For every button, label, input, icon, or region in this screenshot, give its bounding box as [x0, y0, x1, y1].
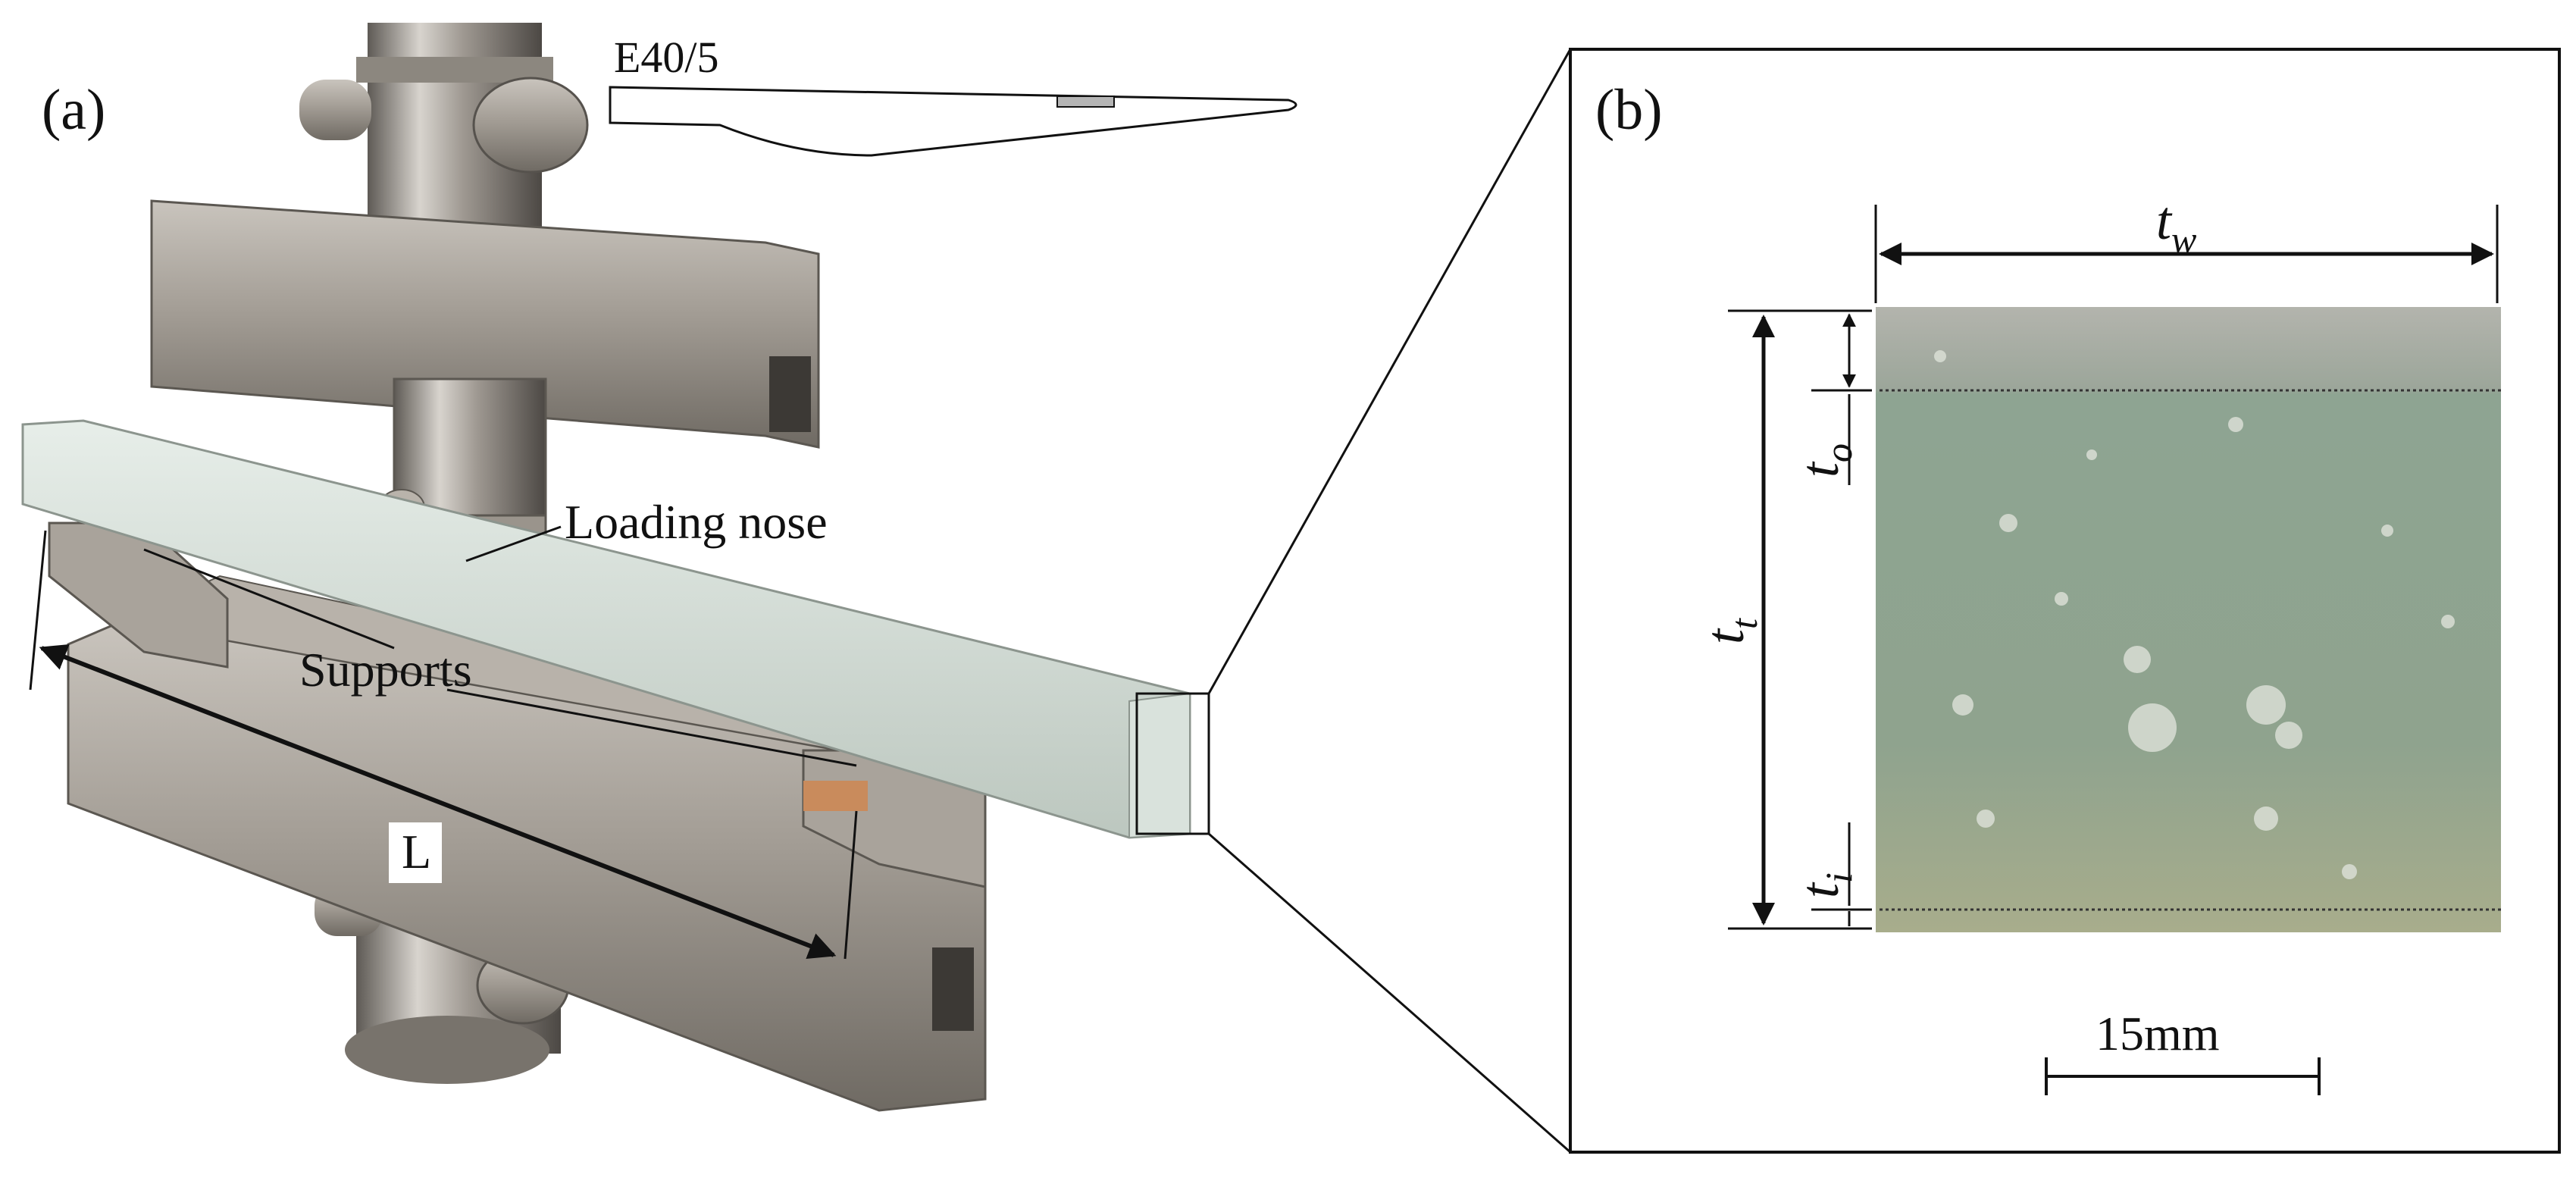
lower-fixture-slot	[932, 947, 974, 1031]
tt-label: tt	[1695, 618, 1765, 644]
span-tick-right	[844, 810, 858, 960]
tw-label: tw	[2156, 190, 2196, 261]
cross-section-photo	[1876, 307, 2501, 932]
panel-a-label: (a)	[42, 78, 105, 142]
right-support-copper	[803, 781, 868, 811]
loading-nose-label: Loading nose	[565, 495, 828, 549]
profile-label: E40/5	[614, 33, 719, 82]
lower-shaft-base	[345, 1016, 549, 1084]
span-label: L	[402, 825, 431, 879]
panel-a-photo: (a) E40/5 Loading nose Supports L	[21, 23, 1297, 1112]
zoom-line-bottom	[1208, 832, 1571, 1154]
wedge-profile-section-mark	[1056, 96, 1115, 108]
supports-leader-right	[446, 688, 857, 767]
ti-label: ti	[1789, 872, 1860, 898]
upper-crosshead-slot	[769, 356, 811, 432]
supports-label: Supports	[299, 643, 472, 697]
span-tick-left	[29, 530, 47, 691]
upper-crosshead	[150, 199, 820, 449]
composite-beam-end	[1128, 692, 1191, 839]
zoom-line-top	[1207, 49, 1572, 694]
wedge-profile-outline	[609, 86, 1297, 157]
zoom-callout-box	[1135, 692, 1210, 835]
span-label-box	[389, 822, 442, 883]
scale-bar-label: 15mm	[2096, 1007, 2220, 1060]
cross-section-inclusions	[1934, 350, 2455, 879]
panel-b-label: (b)	[1595, 78, 1663, 142]
upper-pin-left	[299, 80, 371, 140]
to-label: to	[1789, 443, 1860, 478]
supports-leader-left	[143, 548, 395, 650]
span-arrow	[39, 644, 837, 960]
panel-b: (b) tw tt to ti	[1569, 48, 2561, 1154]
loading-nose-leader	[465, 525, 562, 562]
upper-knob-right	[472, 77, 589, 174]
